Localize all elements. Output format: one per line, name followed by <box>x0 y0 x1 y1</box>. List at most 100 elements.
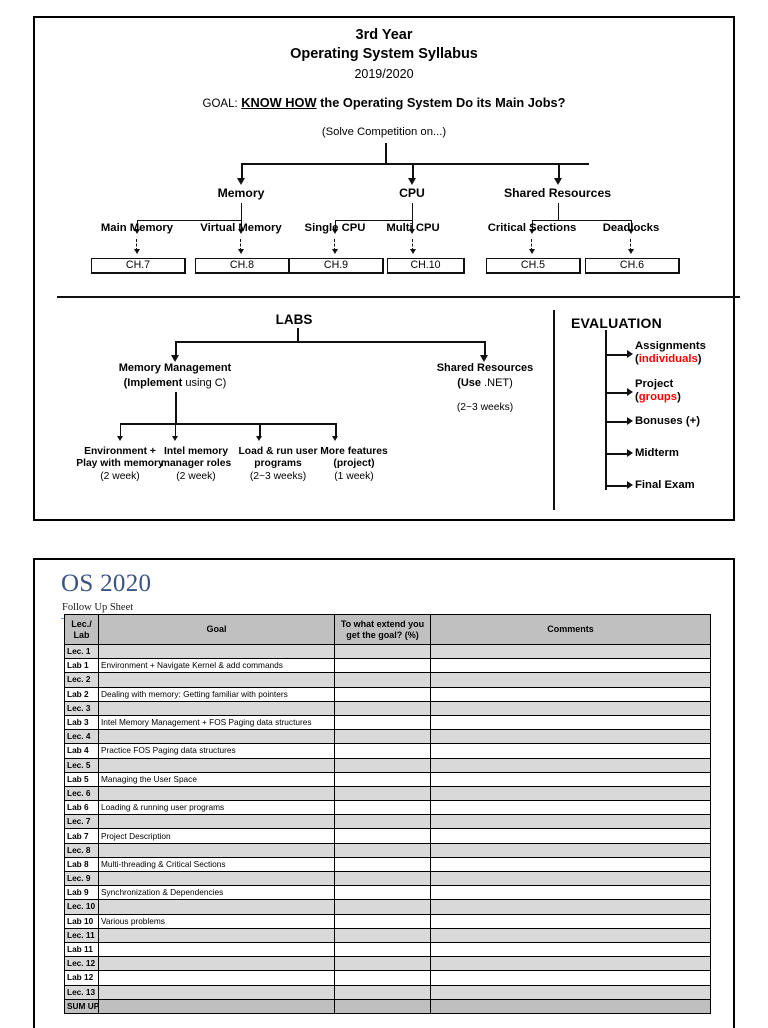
row-extent-cell[interactable] <box>334 643 431 660</box>
row-extent-cell[interactable] <box>334 885 431 901</box>
col-header-lec-lab-l1: Lec./ <box>71 619 92 629</box>
row-extent-cell[interactable] <box>334 941 431 958</box>
mm-stem <box>175 392 177 424</box>
row-comments-cell[interactable] <box>430 800 711 816</box>
page2-subheading: Follow Up Sheet <box>62 602 134 613</box>
row-extent-cell[interactable] <box>334 743 431 759</box>
evaluation-item-midterm: Midterm <box>635 447 679 459</box>
goal-label: GOAL: <box>202 98 238 110</box>
row-extent-cell[interactable] <box>334 785 431 802</box>
row-goal-cell: Multi-threading & Critical Sections <box>98 856 335 873</box>
row-comments-cell[interactable] <box>430 686 711 702</box>
row-comments-cell[interactable] <box>430 998 711 1014</box>
row-key-cell: Lec. 10 <box>64 899 99 915</box>
row-extent-cell[interactable] <box>334 913 431 929</box>
mm-arrow-2 <box>172 436 179 441</box>
row-key-cell: Lab 11 <box>64 941 99 958</box>
evaluation-title: EVALUATION <box>571 315 662 331</box>
lab-item-1: Environment + Play with memory (2 week) <box>48 446 192 483</box>
row-extent-cell[interactable] <box>334 672 431 688</box>
evaluation-item-assignments: Assignments (individuals) <box>635 340 706 365</box>
row-comments-cell[interactable] <box>430 899 711 915</box>
shared-sub-stem <box>558 203 560 221</box>
row-extent-cell[interactable] <box>334 856 431 873</box>
row-extent-cell[interactable] <box>334 956 431 972</box>
row-extent-cell[interactable] <box>334 814 431 830</box>
row-extent-cell[interactable] <box>334 800 431 816</box>
row-comments-cell[interactable] <box>430 913 711 929</box>
row-goal-cell: Dealing with memory: Getting familiar wi… <box>98 686 335 702</box>
row-key-cell: Lec. 9 <box>64 870 99 887</box>
row-extent-cell[interactable] <box>334 658 431 674</box>
row-comments-cell[interactable] <box>430 743 711 759</box>
row-extent-cell[interactable] <box>334 998 431 1014</box>
row-comments-cell[interactable] <box>430 672 711 688</box>
row-comments-cell[interactable] <box>430 658 711 674</box>
tree-leaf-virtual-memory: Virtual Memory <box>200 222 282 234</box>
row-comments-cell[interactable] <box>430 785 711 802</box>
row-comments-cell[interactable] <box>430 842 711 858</box>
row-extent-cell[interactable] <box>334 714 431 731</box>
memory-sub-drop-2 <box>241 220 243 231</box>
row-extent-cell[interactable] <box>334 686 431 702</box>
row-extent-cell[interactable] <box>334 970 431 986</box>
lab-item-3-duration: (2~3 weeks) <box>249 470 307 482</box>
row-comments-cell[interactable] <box>430 771 711 787</box>
evaluation-connector-5 <box>605 485 629 487</box>
row-goal-cell <box>98 984 335 1000</box>
table-row: Lab 11 <box>64 941 711 958</box>
ch-arrow-6 <box>627 249 634 254</box>
row-goal-cell: Project Description <box>98 828 335 844</box>
tree-leaf-single-cpu: Single CPU <box>304 222 366 234</box>
row-extent-cell[interactable] <box>334 828 431 844</box>
row-comments-cell[interactable] <box>430 729 711 745</box>
row-extent-cell[interactable] <box>334 842 431 858</box>
row-comments-cell[interactable] <box>430 970 711 986</box>
col-header-lec-lab-l2: Lab <box>73 629 90 640</box>
row-key-cell: Lab 2 <box>64 686 99 702</box>
row-comments-cell[interactable] <box>430 828 711 844</box>
row-extent-cell[interactable] <box>334 771 431 787</box>
row-extent-cell[interactable] <box>334 984 431 1000</box>
row-comments-cell[interactable] <box>430 885 711 901</box>
row-extent-cell[interactable] <box>334 757 431 773</box>
row-comments-cell[interactable] <box>430 814 711 830</box>
row-goal-cell <box>98 700 335 716</box>
row-extent-cell[interactable] <box>334 899 431 915</box>
row-comments-cell[interactable] <box>430 870 711 887</box>
row-comments-cell[interactable] <box>430 984 711 1000</box>
row-extent-cell[interactable] <box>334 729 431 745</box>
table-header-row: Lec./ Lab Goal To what extend you get th… <box>64 614 711 645</box>
shared-sub-arrow-2 <box>628 229 634 234</box>
tree-leaf-multi-cpu: Multi CPU <box>386 222 440 234</box>
labs-memory-management-sub: (Implement using C) <box>90 377 260 389</box>
shared-sub-drop-2 <box>630 220 632 231</box>
row-key-cell: Lec. 12 <box>64 956 99 972</box>
row-extent-cell[interactable] <box>334 870 431 887</box>
row-comments-cell[interactable] <box>430 941 711 958</box>
shared-sub-drop-1 <box>532 220 534 231</box>
row-extent-cell[interactable] <box>334 927 431 943</box>
tree-node-cpu: CPU <box>399 186 425 200</box>
ch-arrow-1 <box>133 249 140 254</box>
tree-arrow-shared <box>553 178 562 185</box>
row-comments-cell[interactable] <box>430 956 711 972</box>
row-key-cell: Lec. 1 <box>64 643 99 660</box>
row-goal-cell <box>98 842 335 858</box>
lab-item-3: Load & run user programs (2~3 weeks) <box>218 446 338 483</box>
evaluation-divider <box>553 310 556 510</box>
row-comments-cell[interactable] <box>430 643 711 660</box>
tree-node-memory: Memory <box>217 186 265 200</box>
row-comments-cell[interactable] <box>430 856 711 873</box>
row-extent-cell[interactable] <box>334 700 431 716</box>
labs-drop-mm <box>175 341 177 357</box>
ch-arrow-4 <box>409 249 416 254</box>
tree-root-stem <box>385 143 387 164</box>
row-goal-cell <box>98 941 335 958</box>
row-comments-cell[interactable] <box>430 757 711 773</box>
row-comments-cell[interactable] <box>430 714 711 731</box>
row-comments-cell[interactable] <box>430 927 711 943</box>
row-comments-cell[interactable] <box>430 700 711 716</box>
